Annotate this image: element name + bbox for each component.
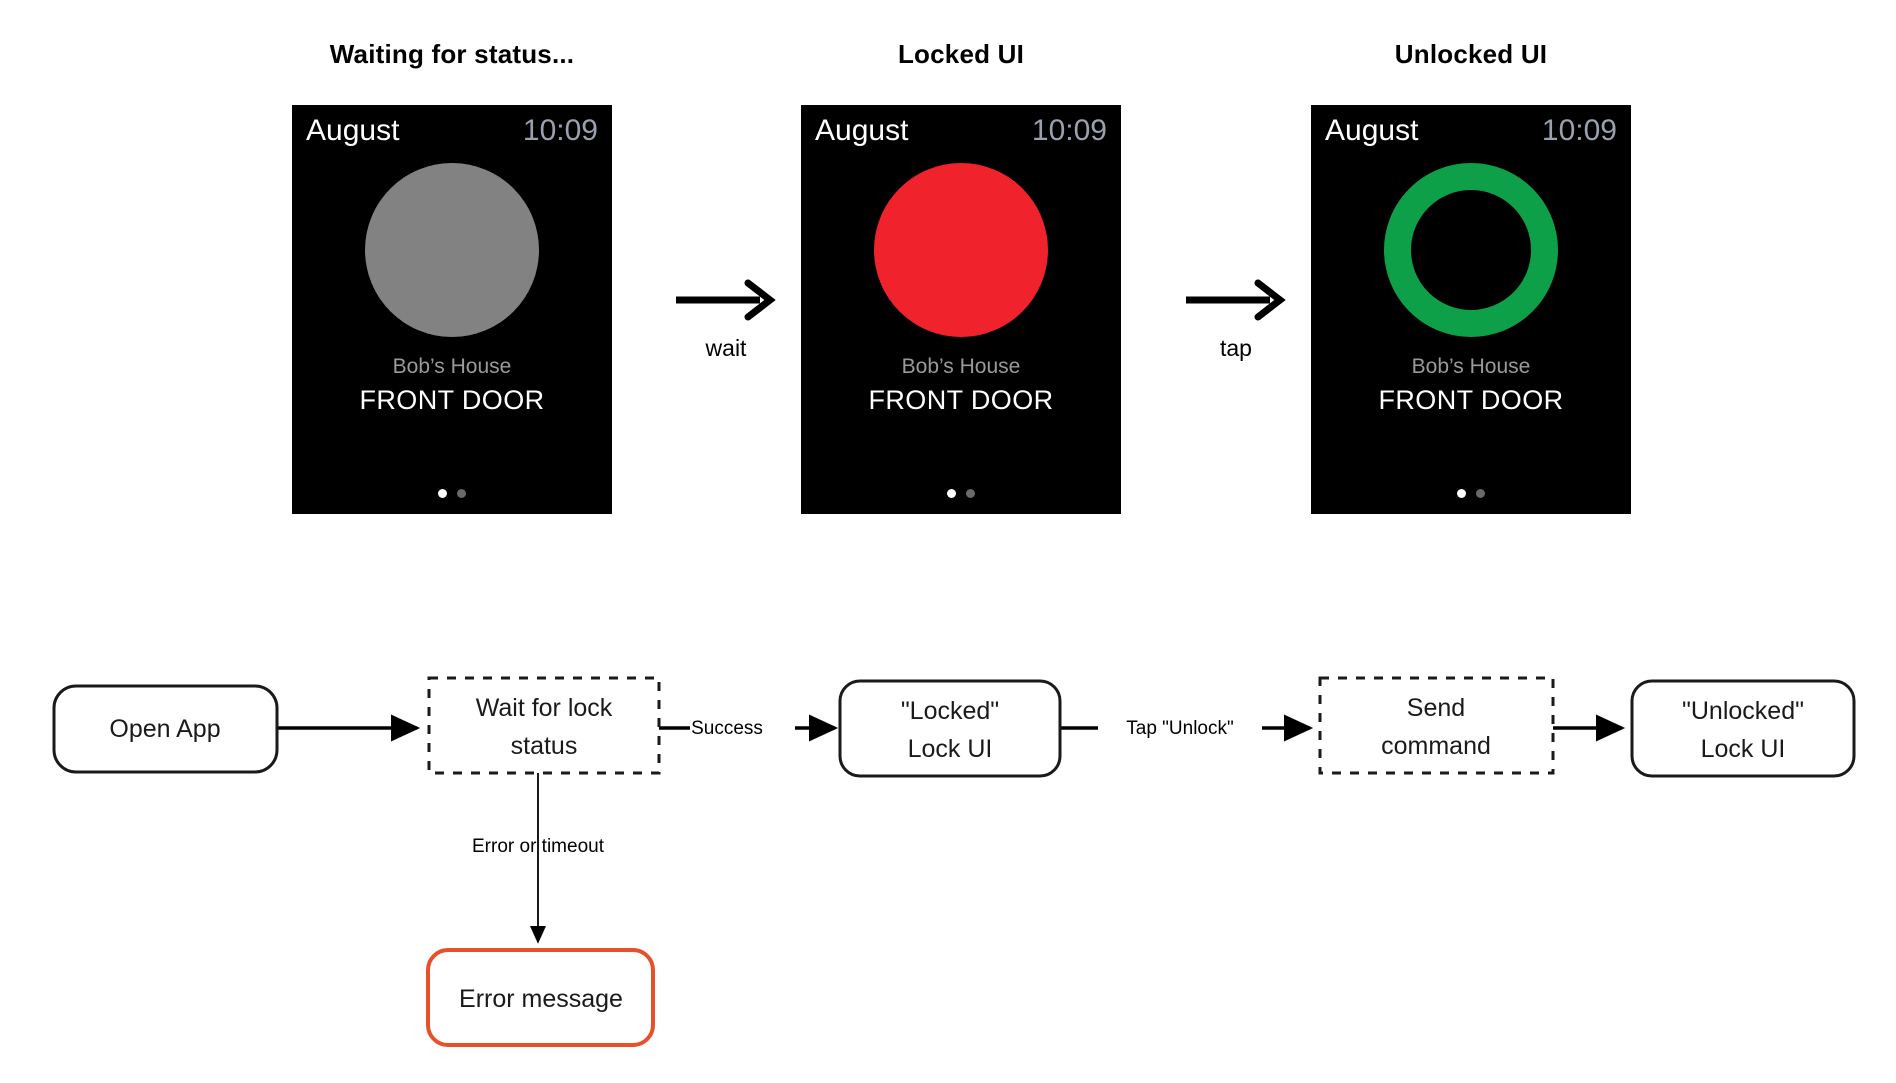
watch-label-group: Bob’s House FRONT DOOR bbox=[292, 352, 612, 418]
flow-node-label-open-app: Open App bbox=[109, 715, 220, 743]
flow-node-label-locked-line1: "Locked" bbox=[901, 697, 999, 725]
watch-device-name: FRONT DOOR bbox=[868, 385, 1054, 415]
flow-node-unlocked-lock-ui[interactable]: "Unlocked" Lock UI bbox=[1630, 679, 1856, 778]
watch-month-label: August bbox=[815, 114, 909, 147]
locked-indicator[interactable] bbox=[874, 163, 1048, 337]
flow-edge-label-tap-unlock: Tap "Unlock" bbox=[1126, 718, 1233, 739]
flow-node-label-unlocked-line2: Lock UI bbox=[1701, 735, 1786, 763]
watch-home-name: Bob’s House bbox=[901, 355, 1021, 378]
state-column-unlocked: Unlocked UI August 10:09 Bob’s House FRO… bbox=[1311, 0, 1631, 514]
waiting-indicator[interactable] bbox=[365, 163, 539, 337]
page-dot-1 bbox=[947, 489, 956, 498]
transition-label-tap: tap bbox=[1220, 335, 1252, 361]
watch-screen-unlocked: August 10:09 Bob’s House FRONT DOOR bbox=[1311, 105, 1631, 514]
state-title-locked: Locked UI bbox=[897, 39, 1025, 69]
watch-label-group: Bob’s House FRONT DOOR bbox=[801, 352, 1121, 418]
flow-diagram-canvas: Success Tap "Unlock" Error or timeout Op… bbox=[52, 676, 1856, 1047]
watch-device-name: FRONT DOOR bbox=[359, 385, 545, 415]
watch-label-group: Bob’s House FRONT DOOR bbox=[1311, 352, 1631, 418]
watch-month-label: August bbox=[306, 114, 400, 147]
flow-node-wait-for-lock-status[interactable]: Wait for lock status bbox=[427, 676, 661, 775]
page-dot-2 bbox=[1476, 489, 1485, 498]
watch-screen-waiting: August 10:09 Bob’s House FRONT DOOR bbox=[292, 105, 612, 514]
watch-status-bar: August 10:09 bbox=[292, 105, 612, 151]
flow-node-open-app[interactable]: Open App bbox=[52, 684, 279, 774]
flow-edge-wait-to-locked: Success bbox=[659, 714, 839, 742]
flow-node-label-wait-line2: status bbox=[511, 732, 578, 760]
watch-device-name: FRONT DOOR bbox=[1378, 385, 1564, 415]
flow-node-label-locked-line2: Lock UI bbox=[908, 735, 993, 763]
watch-time-label: 10:09 bbox=[1541, 114, 1617, 147]
flow-edge-wait-to-error: Error or timeout bbox=[472, 773, 605, 944]
page-dots[interactable] bbox=[292, 489, 612, 498]
watch-time-label: 10:09 bbox=[1031, 114, 1107, 147]
unlocked-indicator[interactable] bbox=[1384, 163, 1558, 337]
transition-wait: wait bbox=[651, 278, 801, 362]
flow-edge-label-error-or-timeout: Error or timeout bbox=[472, 836, 605, 857]
flow-node-label-error-message: Error message bbox=[459, 985, 623, 1013]
watch-month-label: August bbox=[1325, 114, 1419, 147]
watch-status-bar: August 10:09 bbox=[1311, 105, 1631, 151]
state-column-waiting: Waiting for status... August 10:09 Bob’s… bbox=[292, 0, 612, 514]
transition-tap: tap bbox=[1161, 278, 1311, 362]
flow-node-label-send-line2: command bbox=[1381, 732, 1491, 760]
page-dot-2 bbox=[457, 489, 466, 498]
flow-node-error-message[interactable]: Error message bbox=[426, 948, 655, 1047]
state-title-waiting: Waiting for status... bbox=[329, 39, 575, 69]
state-title-unlocked: Unlocked UI bbox=[1394, 39, 1548, 69]
watch-home-name: Bob’s House bbox=[1411, 355, 1531, 378]
flow-node-label-wait-line1: Wait for lock bbox=[476, 694, 613, 722]
page-dots[interactable] bbox=[1311, 489, 1631, 498]
watch-screen-locked: August 10:09 Bob’s House FRONT DOOR bbox=[801, 105, 1121, 514]
page-dots[interactable] bbox=[801, 489, 1121, 498]
flow-node-label-send-line1: Send bbox=[1407, 694, 1465, 722]
page-dot-1 bbox=[438, 489, 447, 498]
arrow-right-icon bbox=[676, 279, 776, 321]
flow-node-send-command[interactable]: Send command bbox=[1318, 676, 1555, 775]
state-column-locked: Locked UI August 10:09 Bob’s House FRONT… bbox=[801, 0, 1121, 514]
watch-home-name: Bob’s House bbox=[392, 355, 512, 378]
page-dot-2 bbox=[966, 489, 975, 498]
transition-label-wait: wait bbox=[705, 335, 747, 361]
flow-node-label-unlocked-line1: "Unlocked" bbox=[1682, 697, 1804, 725]
lock-flow-diagram: Success Tap "Unlock" Error or timeout Op… bbox=[0, 630, 1896, 1083]
flow-edge-locked-to-send: Tap "Unlock" bbox=[1060, 714, 1314, 742]
page-dot-1 bbox=[1457, 489, 1466, 498]
watch-status-bar: August 10:09 bbox=[801, 105, 1121, 151]
watch-time-label: 10:09 bbox=[522, 114, 598, 147]
flow-node-locked-lock-ui[interactable]: "Locked" Lock UI bbox=[838, 679, 1062, 778]
lock-ui-states-row: Waiting for status... August 10:09 Bob’s… bbox=[0, 0, 1896, 540]
flow-edge-label-success: Success bbox=[691, 718, 763, 739]
arrow-right-icon bbox=[1186, 279, 1286, 321]
